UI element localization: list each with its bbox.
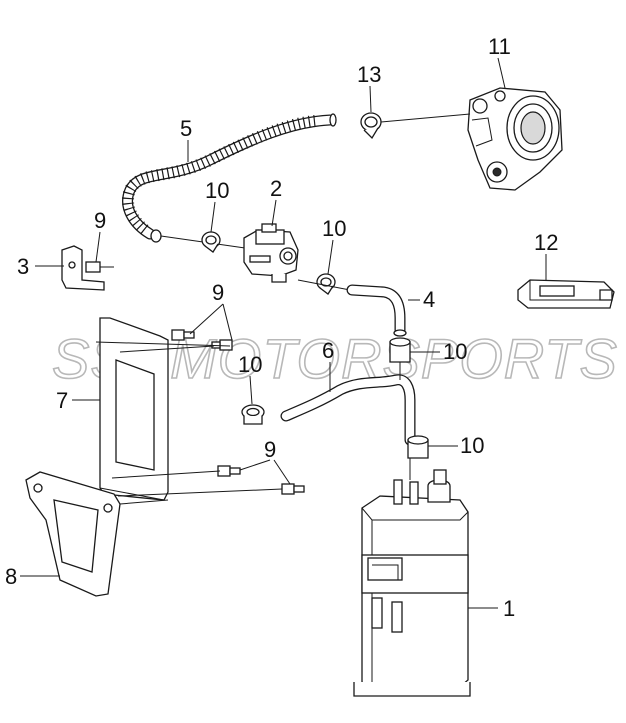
bracket-3 <box>61 245 105 291</box>
hose-6 <box>280 362 416 446</box>
bolt-9-e <box>281 483 305 495</box>
callout-9-a: 9 <box>94 208 106 233</box>
callout-10-d: 10 <box>238 352 262 377</box>
callout-5: 5 <box>180 116 192 141</box>
callout-4: 4 <box>423 287 435 312</box>
leader-lines <box>20 57 547 609</box>
callout-2: 2 <box>270 176 282 201</box>
hose-4 <box>297 279 407 337</box>
bolt-9-c <box>211 339 233 351</box>
bracket-8 <box>25 471 169 597</box>
charcoal-canister <box>353 469 471 697</box>
clamp-10-lower <box>407 435 429 459</box>
purge-valve <box>243 223 299 283</box>
throttle-body <box>467 87 563 191</box>
callout-3: 3 <box>17 254 29 279</box>
callout-10-b: 10 <box>322 216 346 241</box>
callout-6: 6 <box>322 338 334 363</box>
callout-9-c: 9 <box>264 437 276 462</box>
clamp-10-upper-left <box>201 231 221 253</box>
callout-10-c: 10 <box>443 339 467 364</box>
callout-8: 8 <box>5 564 17 589</box>
bracket-7 <box>95 317 231 501</box>
clamp-13 <box>360 112 382 140</box>
callout-10-a: 10 <box>205 178 229 203</box>
callout-1: 1 <box>503 596 515 621</box>
callout-12: 12 <box>534 230 558 255</box>
hose-5 <box>122 113 337 243</box>
callout-13: 13 <box>357 62 381 87</box>
callout-11: 11 <box>488 34 511 59</box>
bolt-9-d <box>217 465 241 477</box>
callout-9-b: 9 <box>212 280 224 305</box>
callout-10-e: 10 <box>460 433 484 458</box>
callout-7: 7 <box>56 388 68 413</box>
bolt-9-a <box>85 261 114 273</box>
bolt-9-b <box>171 329 195 341</box>
module-12 <box>517 279 615 309</box>
clamp-10-left <box>241 404 265 425</box>
clamp-10-mid <box>389 337 411 363</box>
